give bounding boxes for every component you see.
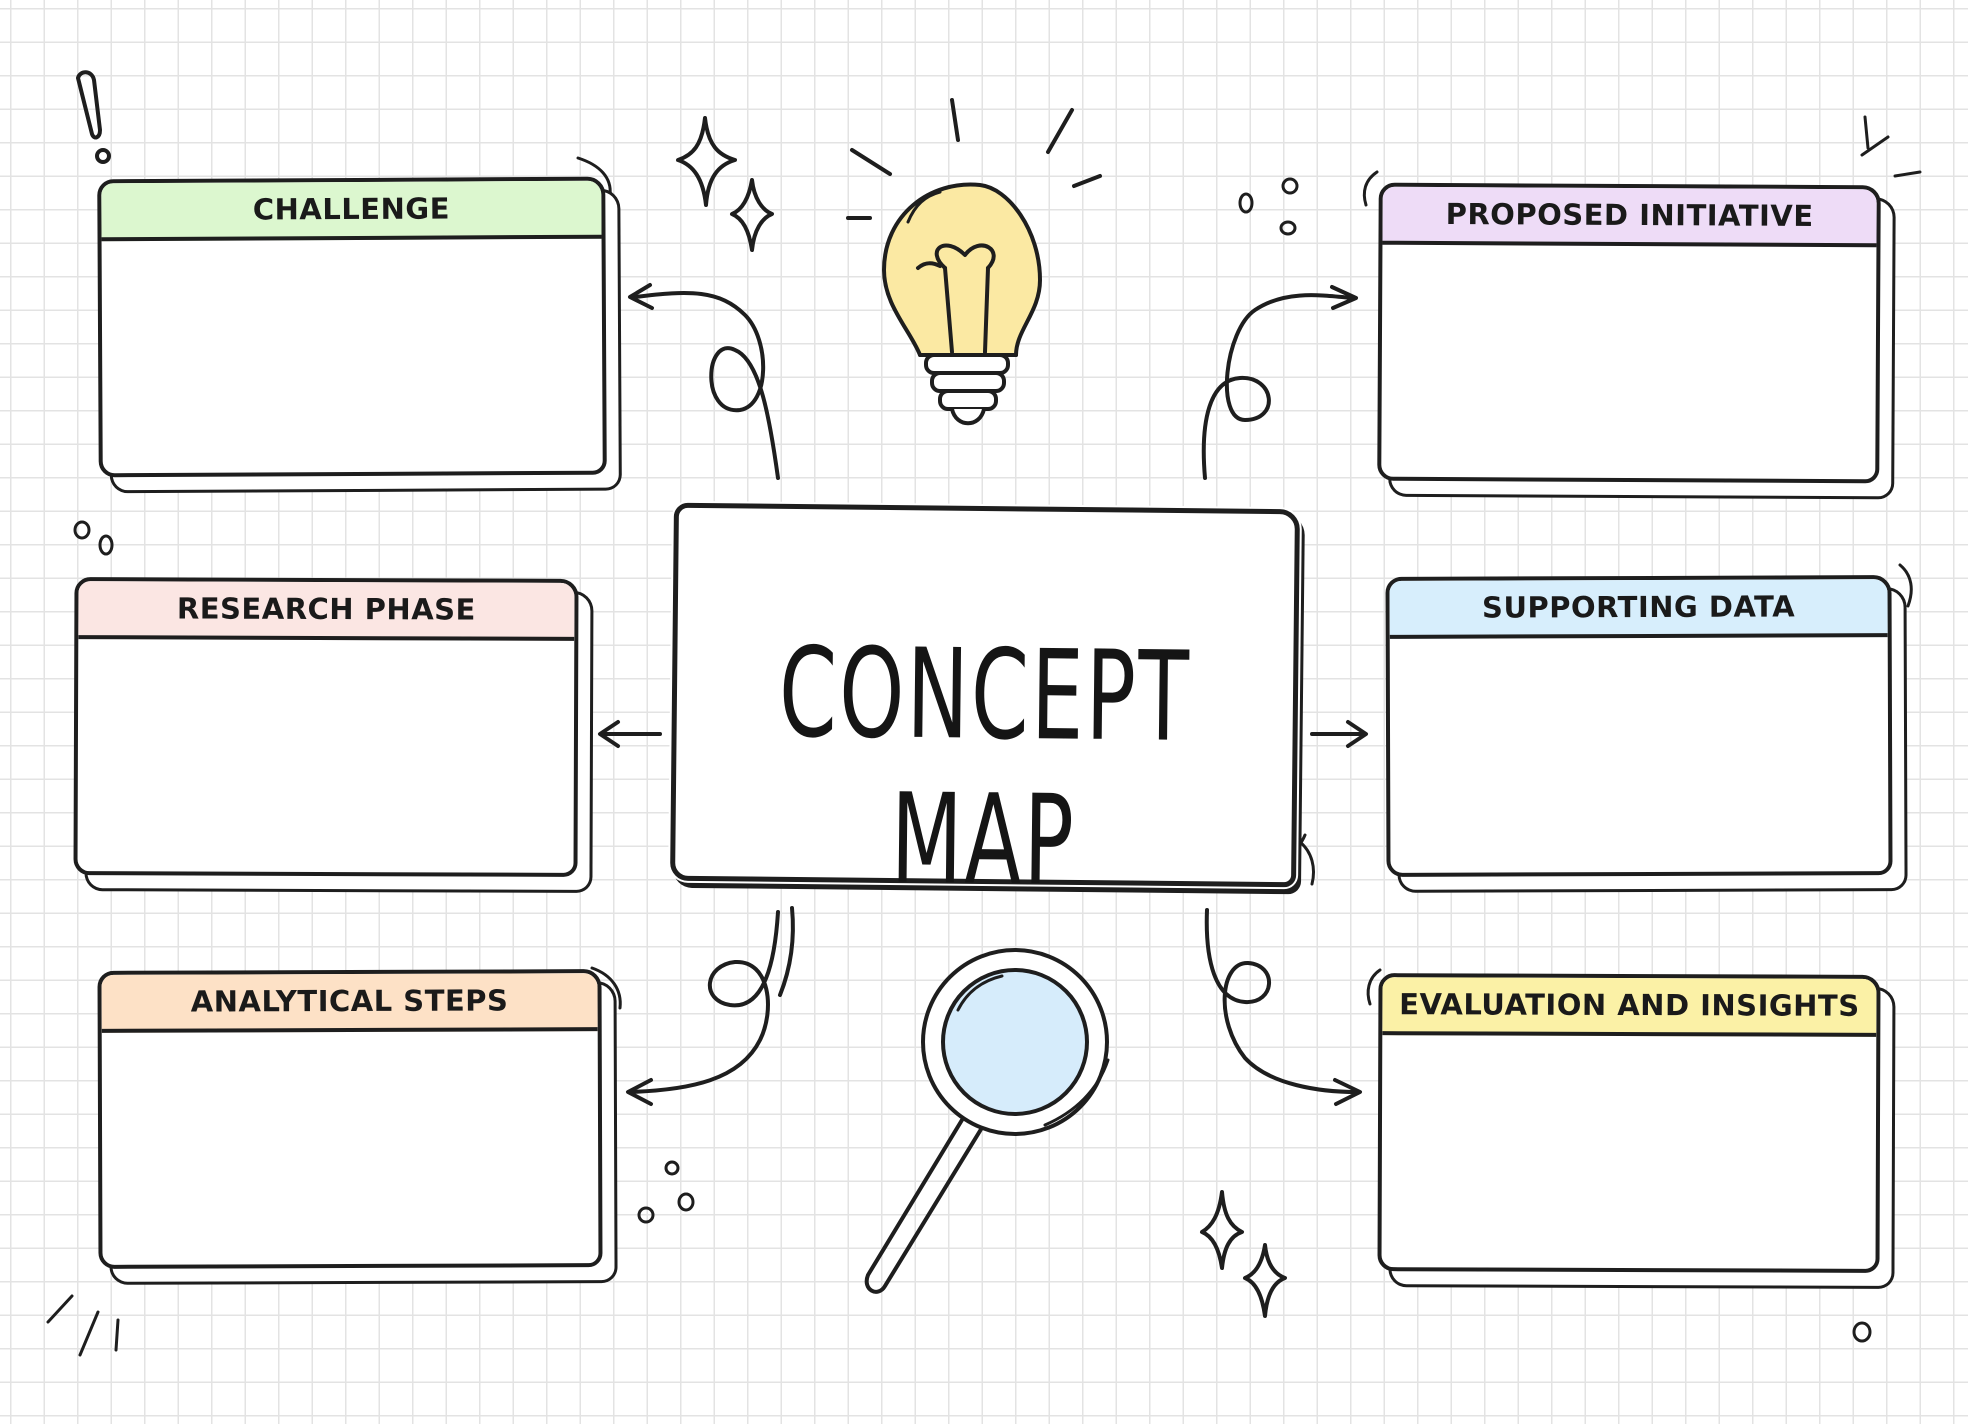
node-analytical-steps[interactable]: ANALYTICAL STEPS	[97, 969, 603, 1269]
magnifying-glass-icon	[864, 948, 1110, 1294]
node-challenge-header: CHALLENGE	[101, 180, 602, 242]
node-supporting-data-header: SUPPORTING DATA	[1389, 579, 1888, 639]
node-analytical-steps-header: ANALYTICAL STEPS	[101, 973, 598, 1033]
connector-analytical	[626, 906, 795, 1106]
node-proposed-initiative[interactable]: PROPOSED INITIATIVE	[1377, 182, 1881, 484]
sparkle-icon	[676, 116, 1287, 1318]
connector-proposed	[1201, 285, 1358, 480]
node-research-phase[interactable]: RESEARCH PHASE	[73, 577, 579, 877]
node-supporting-data-title: SUPPORTING DATA	[1481, 589, 1796, 625]
node-evaluation-and-insights[interactable]: EVALUATION AND INSIGHTS	[1377, 973, 1881, 1273]
concept-map-title: CONCEPT MAP	[778, 619, 1192, 913]
node-evaluation-and-insights-title: EVALUATION AND INSIGHTS	[1399, 987, 1860, 1023]
node-research-phase-header: RESEARCH PHASE	[78, 581, 575, 641]
connector-challenge	[628, 283, 780, 480]
node-proposed-initiative-header: PROPOSED INITIATIVE	[1382, 186, 1877, 248]
node-proposed-initiative-title: PROPOSED INITIATIVE	[1445, 197, 1814, 233]
concept-map-center: CONCEPT MAP	[670, 502, 1300, 913]
node-challenge[interactable]: CHALLENGE	[97, 176, 607, 478]
connector-evaluation	[1204, 908, 1362, 1106]
exclamation-icon	[76, 70, 111, 164]
connector-research	[598, 720, 662, 748]
connector-supporting	[1310, 720, 1368, 748]
node-analytical-steps-title: ANALYTICAL STEPS	[190, 983, 509, 1019]
node-research-phase-title: RESEARCH PHASE	[176, 591, 476, 627]
node-challenge-title: CHALLENGE	[252, 191, 451, 227]
lightbulb-icon	[846, 98, 1102, 426]
node-supporting-data[interactable]: SUPPORTING DATA	[1385, 575, 1893, 877]
node-evaluation-and-insights-header: EVALUATION AND INSIGHTS	[1382, 977, 1877, 1037]
